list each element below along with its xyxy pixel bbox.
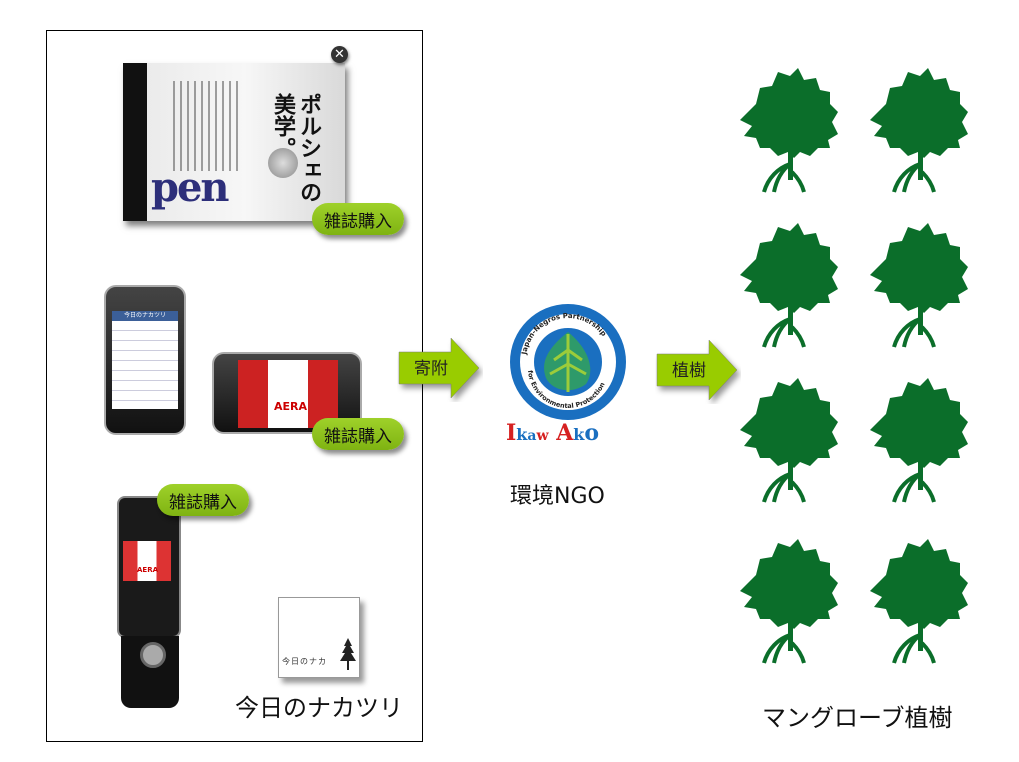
planting-arrow: 植樹 [655, 338, 741, 408]
magazine-cover-image: ポルシェの美学。 pen [123, 63, 345, 221]
iphone-portrait-image: 今日のナカツリ [104, 285, 186, 435]
mangrove-caption: マングローブ植樹 [762, 704, 953, 732]
magazine-headline: ポルシェの美学。 [270, 93, 321, 203]
ngo-logo: Japan-Negros Partnership for Environment… [498, 300, 634, 450]
app-icon: 今日のナカ [278, 597, 360, 678]
magazine-logo: pen [151, 164, 229, 211]
app-panel-frame [46, 30, 423, 742]
app-name-caption: 今日のナカツリ [235, 694, 403, 722]
app-header: 今日のナカツリ [112, 311, 178, 321]
mangrove-tree-icon [738, 374, 842, 504]
donation-arrow: 寄附 [397, 336, 483, 406]
flip-phone-image: AERA [117, 496, 181, 708]
mangrove-tree-icon [738, 219, 842, 349]
mangrove-tree-icon [868, 374, 972, 504]
pine-tree-icon [340, 638, 356, 670]
donation-label: 寄附 [414, 359, 448, 379]
buy-magazine-button[interactable]: 雑誌購入 [312, 418, 404, 450]
mangrove-tree-icon [868, 219, 972, 349]
close-icon[interactable]: ✕ [331, 46, 348, 63]
mangrove-tree-icon [868, 535, 972, 665]
svg-text:Ikaw Ako: Ikaw Ako [506, 420, 599, 446]
mangrove-tree-icon [868, 64, 972, 194]
planting-label: 植樹 [672, 361, 706, 381]
aera-logo: AERA [137, 566, 159, 574]
buy-magazine-button[interactable]: 雑誌購入 [312, 203, 404, 235]
mangrove-tree-icon [738, 64, 842, 194]
buy-magazine-button[interactable]: 雑誌購入 [157, 484, 249, 516]
ngo-caption: 環境NGO [510, 484, 605, 509]
aera-logo: AERA [274, 400, 308, 413]
app-icon-text: 今日のナカ [282, 657, 327, 666]
mangrove-tree-icon [738, 535, 842, 665]
